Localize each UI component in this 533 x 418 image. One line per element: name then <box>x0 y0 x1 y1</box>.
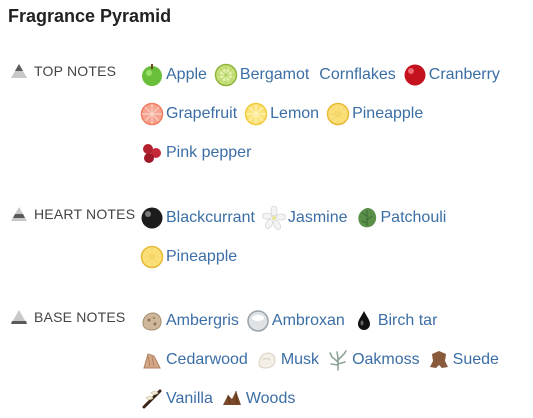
note-name: Blackcurrant <box>166 208 255 226</box>
note-link[interactable]: Blackcurrant <box>140 198 255 237</box>
note-link[interactable]: Grapefruit <box>140 94 237 133</box>
birch-tar-icon <box>352 309 376 333</box>
note-name: Musk <box>280 350 320 368</box>
note-link[interactable]: Pink pepper <box>140 133 251 172</box>
note-name: Cranberry <box>428 65 500 83</box>
note-name: Woods <box>245 389 296 407</box>
note-link[interactable]: Cedarwood <box>140 340 248 379</box>
pineapple-icon <box>326 102 350 126</box>
note-name: Suede <box>452 350 499 368</box>
note-name: Apple <box>166 65 207 83</box>
note-link[interactable]: Musk <box>255 340 319 379</box>
note-name: Cedarwood <box>166 350 248 368</box>
note-name: Patchouli <box>380 208 447 226</box>
note-name: Lemon <box>270 104 320 122</box>
note-link[interactable]: Patchouli <box>355 198 447 237</box>
pink-pepper-icon <box>140 141 164 165</box>
section-label-text: HEART NOTES <box>34 206 136 222</box>
note-link[interactable]: Ambroxan <box>246 301 345 340</box>
note-name: Ambroxan <box>271 311 345 329</box>
note-name: Grapefruit <box>166 104 238 122</box>
blackcurrant-icon <box>140 206 164 230</box>
note-link[interactable]: Birch tar <box>352 301 438 340</box>
section-label: TOP NOTES <box>10 63 116 79</box>
note-link[interactable]: Cornflakes <box>319 55 395 94</box>
note-name: Oakmoss <box>352 350 420 368</box>
bergamot-icon <box>214 63 238 87</box>
pineapple-icon <box>140 245 164 269</box>
note-link[interactable]: Pineapple <box>326 94 423 133</box>
section-label: BASE NOTES <box>10 309 125 325</box>
jasmine-icon <box>261 205 287 230</box>
ambergris-icon <box>140 309 164 333</box>
cranberry-icon <box>403 63 427 87</box>
note-link[interactable]: Suede <box>427 340 499 379</box>
note-link[interactable]: Bergamot <box>214 55 309 94</box>
lemon-icon <box>244 102 268 126</box>
note-name: Jasmine <box>287 208 348 226</box>
note-link[interactable]: Jasmine <box>261 198 348 237</box>
note-link[interactable]: Woods <box>220 379 296 418</box>
musk-icon <box>255 348 279 372</box>
note-link[interactable]: Lemon <box>244 94 319 133</box>
note-name: Pink pepper <box>166 143 252 161</box>
note-name: Ambergris <box>166 311 239 329</box>
note-name: Pineapple <box>352 104 424 122</box>
note-name: Vanilla <box>166 389 213 407</box>
page-title: Fragrance Pyramid <box>8 6 172 26</box>
note-name: Pineapple <box>166 247 238 265</box>
heart-notes-pyramid-icon <box>10 206 28 222</box>
note-link[interactable]: Apple <box>140 55 207 94</box>
section-label: HEART NOTES <box>10 206 135 222</box>
note-link[interactable]: Cranberry <box>403 55 500 94</box>
note-name: Cornflakes <box>319 65 396 83</box>
section-label-text: TOP NOTES <box>34 63 117 79</box>
woods-icon <box>220 387 244 411</box>
cedarwood-icon <box>140 348 164 372</box>
vanilla-icon <box>140 387 164 411</box>
note-name: Bergamot <box>239 65 310 83</box>
note-name: Birch tar <box>377 311 438 329</box>
grapefruit-icon <box>140 102 164 126</box>
ambroxan-icon <box>246 309 270 333</box>
oakmoss-icon <box>326 348 350 372</box>
suede-icon <box>427 348 451 372</box>
note-link[interactable]: Pineapple <box>140 237 237 276</box>
patchouli-icon <box>355 206 379 230</box>
note-link[interactable]: Ambergris <box>140 301 239 340</box>
top-notes-pyramid-icon <box>10 63 28 79</box>
note-link[interactable]: Vanilla <box>140 379 213 418</box>
section-label-text: BASE NOTES <box>34 309 126 325</box>
base-notes-pyramid-icon <box>10 309 28 325</box>
note-link[interactable]: Oakmoss <box>326 340 420 379</box>
apple-icon <box>140 63 164 87</box>
